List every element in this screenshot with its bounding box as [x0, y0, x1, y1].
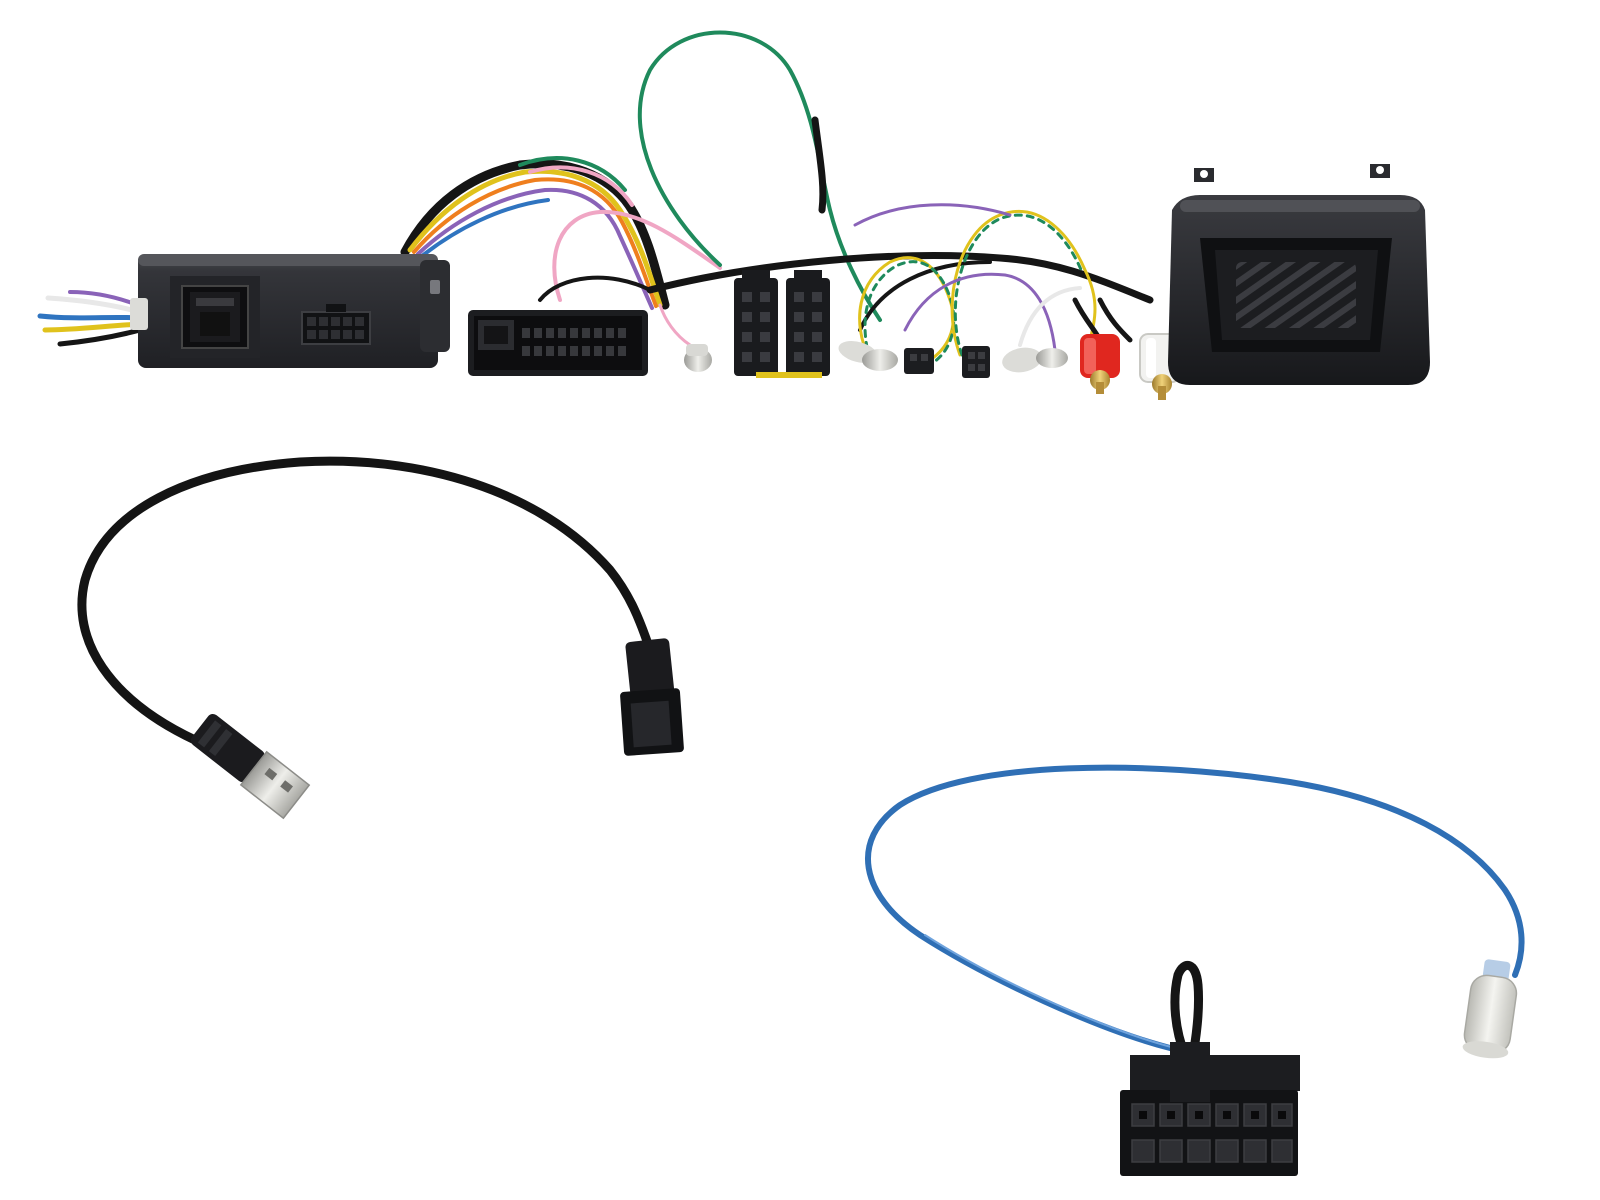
antenna-plug-small — [684, 344, 712, 372]
usb-lead — [77, 456, 684, 820]
iso-connectors — [734, 270, 830, 378]
speaker-module — [1168, 164, 1430, 385]
box-large-connector — [170, 276, 260, 358]
antenna-adapter-lead — [864, 764, 1525, 1176]
quadlock-connector — [468, 310, 648, 376]
control-interface-box — [130, 254, 450, 368]
multipin-connector — [1120, 1042, 1300, 1176]
rca-plug-red — [1080, 334, 1120, 394]
rca-plugs — [1080, 333, 1181, 400]
usb-device-connector — [620, 638, 684, 756]
small-terminals — [838, 341, 1068, 378]
fakra-plug — [1462, 959, 1518, 1059]
harness-wires — [37, 30, 1154, 364]
usb-a-plug — [190, 713, 311, 820]
box-pin-socket — [301, 304, 371, 345]
